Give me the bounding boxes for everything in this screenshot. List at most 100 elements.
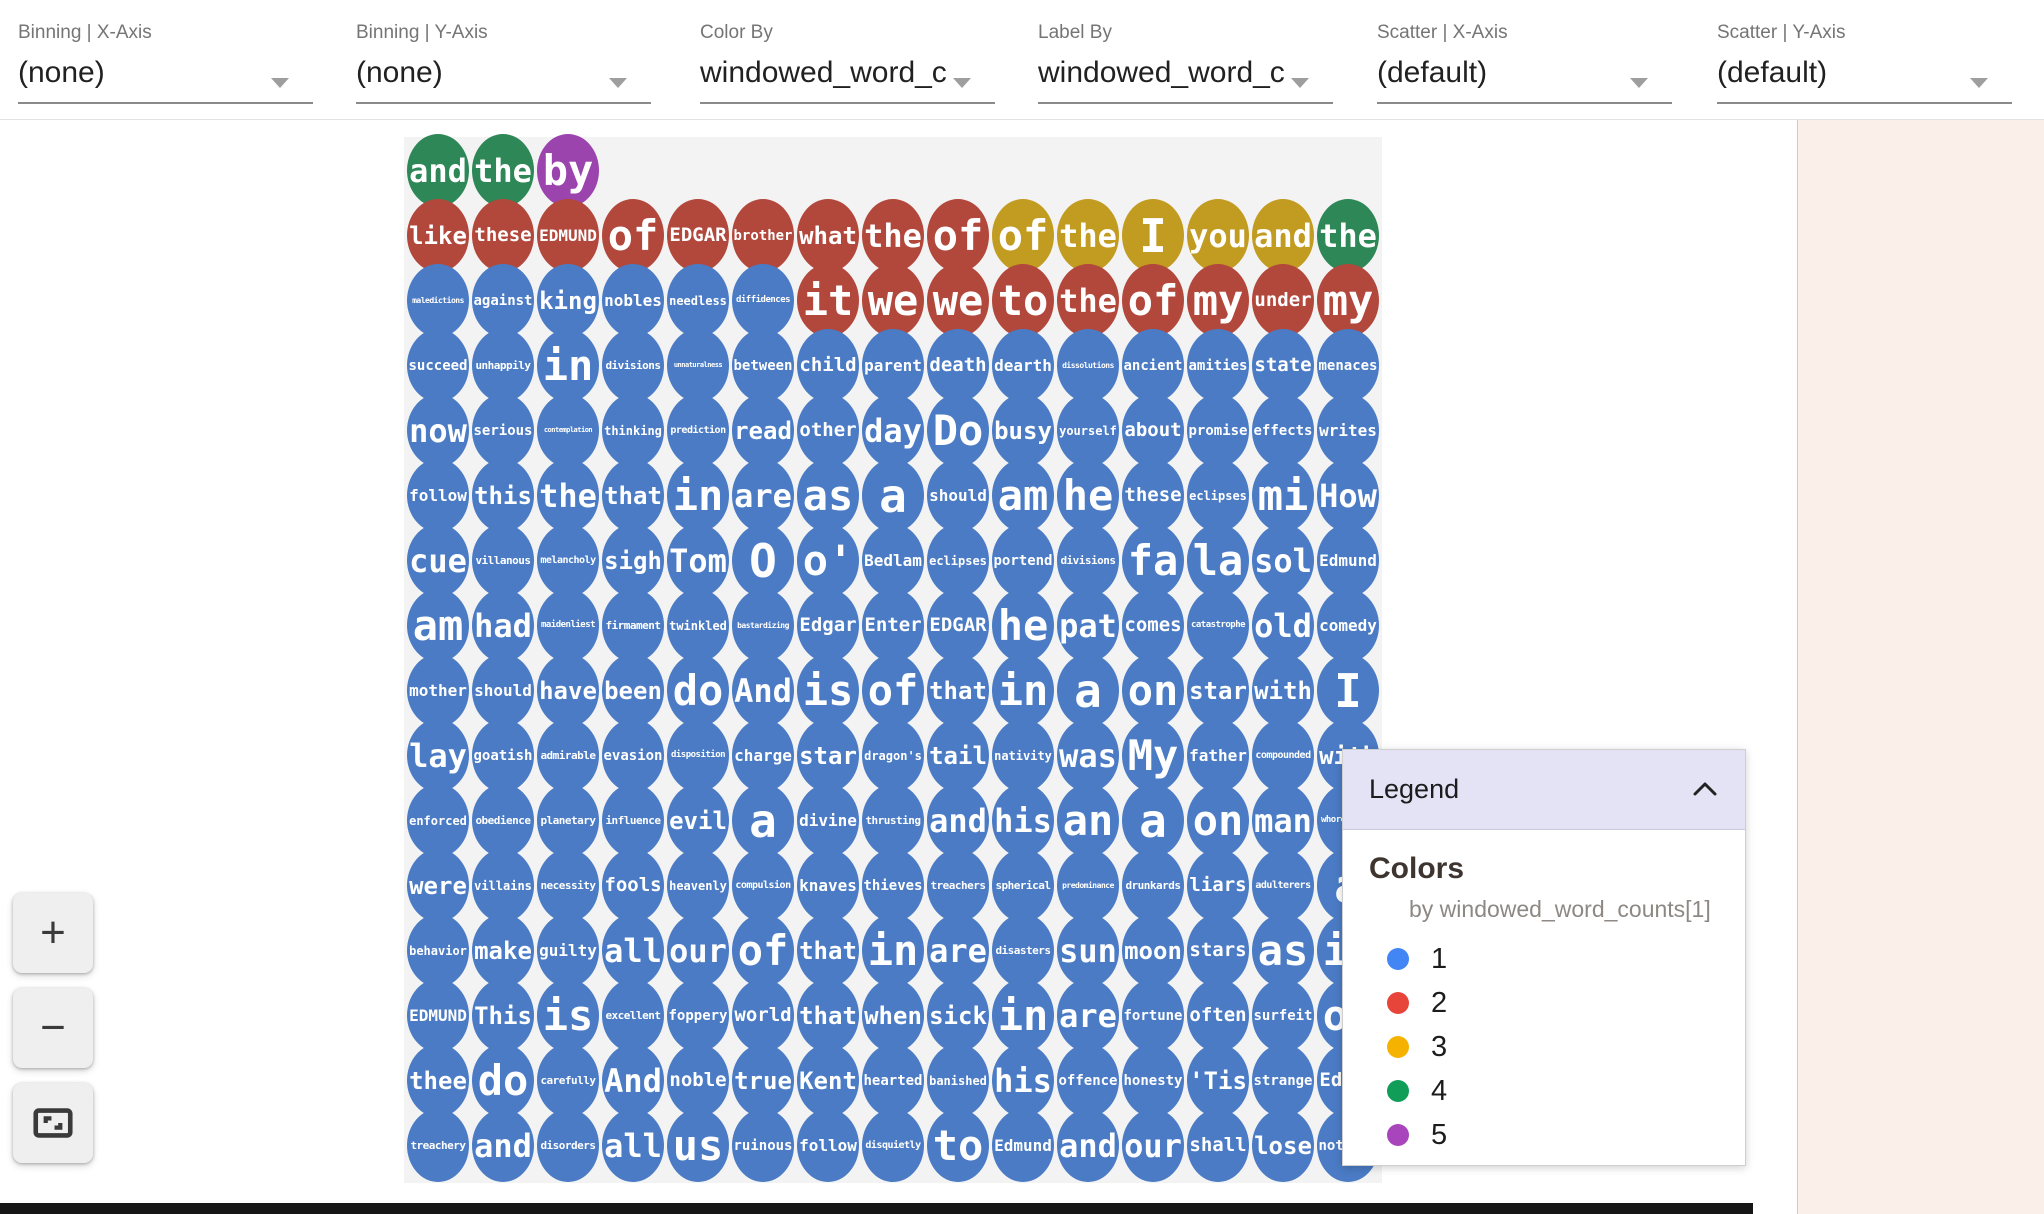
word-bubble[interactable]: Bedlam (862, 524, 924, 597)
word-bubble[interactable]: follow (797, 1109, 859, 1182)
word-bubble[interactable]: and (407, 134, 469, 207)
word-bubble[interactable]: what (797, 199, 859, 272)
word-bubble[interactable]: Do (927, 394, 989, 467)
word-bubble[interactable]: goatish (472, 719, 534, 792)
word-bubble[interactable]: all (602, 1109, 664, 1182)
word-bubble[interactable]: Enter (862, 589, 924, 662)
word-bubble[interactable]: spherical (992, 849, 1054, 922)
word-bubble[interactable]: an (1057, 784, 1119, 857)
word-bubble[interactable]: true (732, 1044, 794, 1117)
dropdown-arrow-icon[interactable] (609, 78, 627, 88)
word-bubble[interactable]: bastardizing (732, 589, 794, 662)
word-bubble[interactable]: And (602, 1044, 664, 1117)
word-bubble[interactable]: he (992, 589, 1054, 662)
word-bubble[interactable]: villains (472, 849, 534, 922)
dropdown-arrow-icon[interactable] (1970, 78, 1988, 88)
word-bubble[interactable]: succeed (407, 329, 469, 402)
word-bubble[interactable]: is (537, 979, 599, 1052)
word-bubble[interactable]: carefully (537, 1044, 599, 1117)
word-bubble[interactable]: compounded (1252, 719, 1314, 792)
word-bubble[interactable]: death (927, 329, 989, 402)
word-bubble[interactable]: on (1187, 784, 1249, 857)
word-bubble[interactable]: read (732, 394, 794, 467)
word-bubble[interactable]: my (1317, 264, 1379, 337)
word-bubble[interactable]: he (1057, 459, 1119, 532)
word-bubble[interactable]: necessity (537, 849, 599, 922)
word-bubble[interactable]: state (1252, 329, 1314, 402)
word-bubble[interactable]: obedience (472, 784, 534, 857)
word-bubble[interactable]: father (1187, 719, 1249, 792)
word-bubble[interactable]: and (1252, 199, 1314, 272)
word-bubble[interactable]: like (407, 199, 469, 272)
word-bubble[interactable]: treachers (927, 849, 989, 922)
word-bubble[interactable]: make (472, 914, 534, 987)
word-bubble[interactable]: thieves (862, 849, 924, 922)
word-bubble[interactable]: twinkled (667, 589, 729, 662)
word-bubble[interactable]: fools (602, 849, 664, 922)
word-bubble[interactable]: cue (407, 524, 469, 597)
word-bubble[interactable]: we (927, 264, 989, 337)
word-bubble[interactable]: EDMUND (537, 199, 599, 272)
word-bubble[interactable]: the (472, 134, 534, 207)
word-bubble[interactable]: moon (1122, 914, 1184, 987)
word-bubble[interactable]: is (797, 654, 859, 727)
word-bubble[interactable]: it (797, 264, 859, 337)
word-bubble[interactable]: diffidences (732, 264, 794, 337)
word-bubble[interactable]: of (732, 914, 794, 987)
word-bubble[interactable]: How (1317, 459, 1379, 532)
word-bubble[interactable]: the (1057, 199, 1119, 272)
word-bubble[interactable]: of (862, 654, 924, 727)
word-bubble[interactable]: am (407, 589, 469, 662)
word-bubble[interactable]: brother (732, 199, 794, 272)
word-bubble[interactable]: these (1122, 459, 1184, 532)
word-bubble[interactable]: admirable (537, 719, 599, 792)
word-bubble[interactable]: sick (927, 979, 989, 1052)
word-bubble[interactable]: child (797, 329, 859, 402)
word-bubble[interactable]: my (1187, 264, 1249, 337)
word-bubble[interactable]: tail (927, 719, 989, 792)
word-bubble[interactable]: foppery (667, 979, 729, 1052)
word-bubble[interactable]: planetary (537, 784, 599, 857)
word-bubble[interactable]: had (472, 589, 534, 662)
word-bubble[interactable]: the (862, 199, 924, 272)
word-bubble[interactable]: EDGAR (667, 199, 729, 272)
word-bubble[interactable]: enforced (407, 784, 469, 857)
word-bubble[interactable]: O (732, 524, 794, 597)
word-bubble[interactable]: our (667, 914, 729, 987)
word-bubble[interactable]: divine (797, 784, 859, 857)
word-bubble[interactable]: as (797, 459, 859, 532)
dropdown-scatter-y-axis[interactable]: Scatter | Y-Axis(default) (1717, 0, 2012, 112)
word-bubble[interactable]: and (927, 784, 989, 857)
word-bubble[interactable]: comes (1122, 589, 1184, 662)
word-bubble[interactable]: with (1252, 654, 1314, 727)
word-bubble[interactable]: are (1057, 979, 1119, 1052)
word-bubble[interactable]: to (992, 264, 1054, 337)
word-bubble[interactable]: as (1252, 914, 1314, 987)
word-bubble[interactable]: o' (797, 524, 859, 597)
word-bubble[interactable]: these (472, 199, 534, 272)
dropdown-arrow-icon[interactable] (953, 78, 971, 88)
word-bubble[interactable]: of (602, 199, 664, 272)
word-bubble[interactable]: should (927, 459, 989, 532)
fit-to-screen-button[interactable] (13, 1083, 93, 1163)
zoom-in-button[interactable]: + (13, 893, 93, 973)
word-bubble[interactable]: shall (1187, 1109, 1249, 1182)
word-bubble[interactable]: man (1252, 784, 1314, 857)
word-bubble[interactable]: that (602, 459, 664, 532)
word-bubble[interactable]: star (1187, 654, 1249, 727)
word-bubble[interactable]: hearted (862, 1044, 924, 1117)
word-bubble[interactable]: and (1057, 1109, 1119, 1182)
word-bubble[interactable]: unhappily (472, 329, 534, 402)
word-bubble[interactable]: thee (407, 1044, 469, 1117)
dropdown-scatter-x-axis[interactable]: Scatter | X-Axis(default) (1377, 0, 1672, 112)
word-bubble[interactable]: My (1122, 719, 1184, 792)
word-bubble[interactable]: knaves (797, 849, 859, 922)
word-bubble[interactable]: we (862, 264, 924, 337)
word-bubble[interactable]: world (732, 979, 794, 1052)
word-bubble[interactable]: the (537, 459, 599, 532)
word-bubble[interactable]: comedy (1317, 589, 1379, 662)
word-bubble[interactable]: under (1252, 264, 1314, 337)
word-bubble[interactable]: strange (1252, 1044, 1314, 1117)
word-bubble[interactable]: stars (1187, 914, 1249, 987)
